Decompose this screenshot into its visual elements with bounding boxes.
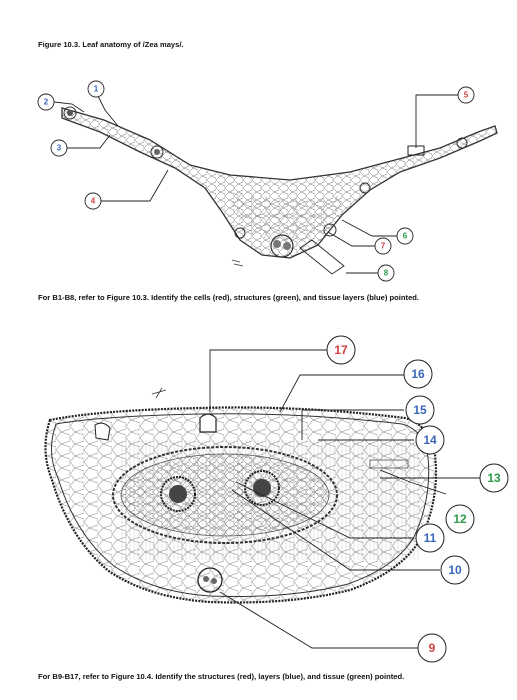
label-3-text: 3: [57, 144, 62, 153]
figure-10-4-label-12: 12: [445, 504, 475, 534]
label-9-text: 9: [429, 641, 436, 655]
figure-10-4-instruction: For B9-B17, refer to Figure 10.4. Identi…: [38, 672, 405, 681]
figure-10-4-label-10: 10: [440, 555, 470, 585]
label-11-text: 11: [424, 531, 437, 545]
label-6-text: 6: [403, 232, 408, 241]
label-1-text: 1: [94, 85, 99, 94]
label-5-text: 5: [464, 91, 469, 100]
figure-10-3-instruction: For B1-B8, refer to Figure 10.3. Identif…: [38, 293, 420, 302]
figure-10-4-leader-lines: [209, 349, 480, 649]
label-12-text: 12: [453, 512, 467, 526]
figure-10-3-label-3: 3: [50, 139, 68, 157]
label-10-text: 10: [448, 563, 462, 577]
figure-10-3-caption: Figure 10.3. Leaf anatomy of /Zea mays/.: [38, 40, 184, 49]
figure-10-4-label-15: 15: [405, 395, 435, 425]
figure-10-4-label-14: 14: [415, 425, 445, 455]
leaf-midrib-cross-section-drawing: [44, 387, 438, 604]
figure-10-3-label-5: 5: [457, 86, 475, 104]
figure-10-4-label-17: 17: [326, 335, 356, 365]
figure-10-3-label-6: 6: [396, 227, 414, 245]
label-8-text: 8: [384, 269, 389, 278]
label-7-text: 7: [381, 242, 386, 251]
figure-10-3-leader-lines: [53, 93, 458, 275]
label-2-text: 2: [44, 98, 49, 107]
figure-10-3-label-2: 2: [37, 93, 55, 111]
label-16-text: 16: [411, 367, 425, 381]
figure-10-3-label-7: 7: [374, 237, 392, 255]
figure-10-3-label-4: 4: [84, 192, 102, 210]
figure-10-4-label-9: 9: [417, 633, 447, 663]
label-17-text: 17: [334, 343, 348, 357]
figure-10-3-label-1: 1: [87, 80, 105, 98]
figure-10-3-label-8: 8: [377, 264, 395, 282]
label-15-text: 15: [413, 403, 427, 417]
label-13-text: 13: [487, 471, 501, 485]
figure-10-4-label-16: 16: [403, 359, 433, 389]
figure-10-4-label-13: 13: [479, 463, 509, 493]
leaf-cross-section-drawing: [61, 106, 498, 267]
label-4-text: 4: [91, 197, 96, 206]
figure-10-4-label-11: 11: [415, 523, 445, 553]
label-14-text: 14: [423, 433, 437, 447]
